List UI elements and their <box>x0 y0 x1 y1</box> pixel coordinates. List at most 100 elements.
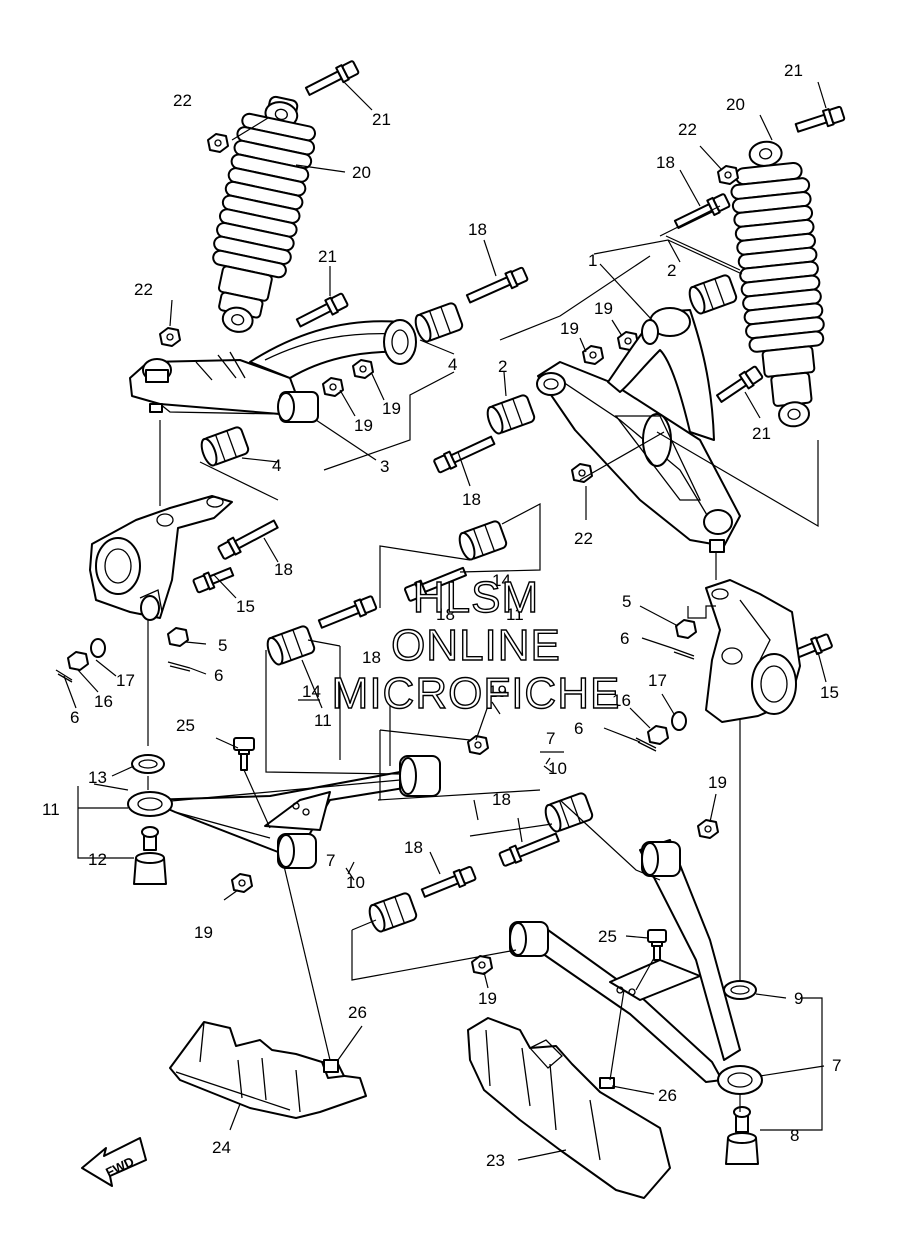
nut-22-d <box>571 463 593 483</box>
right-knuckle <box>705 579 801 723</box>
left-shock-absorber <box>212 95 316 333</box>
callout: 23 <box>486 1151 505 1170</box>
callout: 14 <box>302 682 321 701</box>
nut-19-e <box>467 735 489 755</box>
ball-joint-8 <box>725 1106 759 1165</box>
callout: 14 <box>492 571 511 590</box>
nut-16-right <box>647 725 669 745</box>
nuts <box>67 133 739 975</box>
callout: 18 <box>274 560 293 579</box>
bushing-4-upper <box>414 302 464 343</box>
callout: 22 <box>574 529 593 548</box>
callout: 5 <box>622 592 631 611</box>
callout: 3 <box>380 457 389 476</box>
bolt-21-right-lower <box>716 365 764 403</box>
callout: 21 <box>752 424 771 443</box>
guard-23 <box>467 1017 671 1199</box>
nut-22-b <box>159 327 181 347</box>
circlip-13 <box>131 754 165 774</box>
callout: 10 <box>346 873 365 892</box>
bolt-18-knuckle <box>217 519 279 560</box>
bolt-18-lower-center <box>420 865 477 898</box>
callout: 22 <box>173 91 192 110</box>
callout: 16 <box>612 691 631 710</box>
callout: 17 <box>116 671 135 690</box>
left-upper-arm <box>129 319 417 423</box>
callout: 2 <box>667 261 676 280</box>
bolt-18-top-center <box>465 266 529 304</box>
callout: 16 <box>94 692 113 711</box>
callout: 1 <box>588 251 597 270</box>
callout: 19 <box>488 682 507 701</box>
nut-19-g <box>697 819 719 839</box>
callout: 15 <box>236 597 255 616</box>
callout: 18 <box>362 648 381 667</box>
nut-22-c <box>717 165 739 185</box>
nut-22-a <box>207 133 229 153</box>
washer-17-right <box>671 711 687 731</box>
bolt-18-mid <box>317 595 378 629</box>
bolt-25-left <box>233 737 255 771</box>
callout: 19 <box>560 319 579 338</box>
callout: 10 <box>548 759 567 778</box>
callout: 18 <box>492 790 511 809</box>
watermark-line-3: MICROFICHE <box>332 669 621 718</box>
nut-19-a <box>322 377 344 397</box>
callout: 5 <box>218 636 227 655</box>
callout: 6 <box>620 629 629 648</box>
callout: 17 <box>648 671 667 690</box>
callout: 21 <box>784 61 803 80</box>
nut-5-left <box>167 627 189 647</box>
bushings <box>200 274 738 933</box>
callout: 9 <box>794 989 803 1008</box>
bushing-14-lower <box>266 625 316 666</box>
callout: 12 <box>88 850 107 869</box>
bushing-10-lower <box>368 892 418 933</box>
callout: 11 <box>506 605 524 624</box>
right-upper-arm <box>536 307 741 553</box>
callout: 13 <box>88 768 107 787</box>
callout: 19 <box>478 989 497 1008</box>
bolt-18-center <box>433 435 496 474</box>
clip-26 <box>323 1059 339 1073</box>
nut-19-c <box>582 345 604 365</box>
nut-19-h <box>471 955 493 975</box>
left-knuckle <box>89 495 233 621</box>
nut-19-b <box>352 359 374 379</box>
callout: 19 <box>594 299 613 318</box>
callout: 25 <box>598 927 617 946</box>
bolt-21-right-top <box>794 105 846 133</box>
watermark: HLSM ONLINE MICROFICHE <box>331 572 621 718</box>
left-lower-arm <box>127 755 441 869</box>
callout: 24 <box>212 1138 231 1157</box>
nut-19-f <box>231 873 253 893</box>
callout: 6 <box>574 719 583 738</box>
callout: 20 <box>352 163 371 182</box>
callout: 26 <box>658 1086 677 1105</box>
callout: 19 <box>354 416 373 435</box>
callout: 21 <box>372 110 391 129</box>
callout: 18 <box>462 490 481 509</box>
ball-joint-12 <box>133 826 167 885</box>
callout: 6 <box>214 666 223 685</box>
callout: 11 <box>314 711 332 730</box>
circlip-9 <box>723 980 757 1000</box>
callout: 21 <box>318 247 337 266</box>
callout: 4 <box>272 456 281 475</box>
callout: 19 <box>194 923 213 942</box>
bolt-18-lower-right <box>498 832 560 867</box>
bushing-4-lower <box>200 426 250 467</box>
washer-17-left <box>90 638 106 658</box>
bolt-15-left <box>192 567 235 594</box>
right-shock-absorber <box>730 140 825 428</box>
callout: 8 <box>790 1126 799 1145</box>
callout: 22 <box>678 120 697 139</box>
callout: 18 <box>436 605 455 624</box>
fwd-direction-arrow: FWD <box>81 1137 147 1187</box>
bolt-25-right <box>647 929 667 961</box>
callout: 20 <box>726 95 745 114</box>
cotter-pins <box>55 647 695 752</box>
callout: 18 <box>656 153 675 172</box>
watermark-line-2: ONLINE <box>391 621 561 670</box>
bushing-10-upper <box>544 792 594 833</box>
